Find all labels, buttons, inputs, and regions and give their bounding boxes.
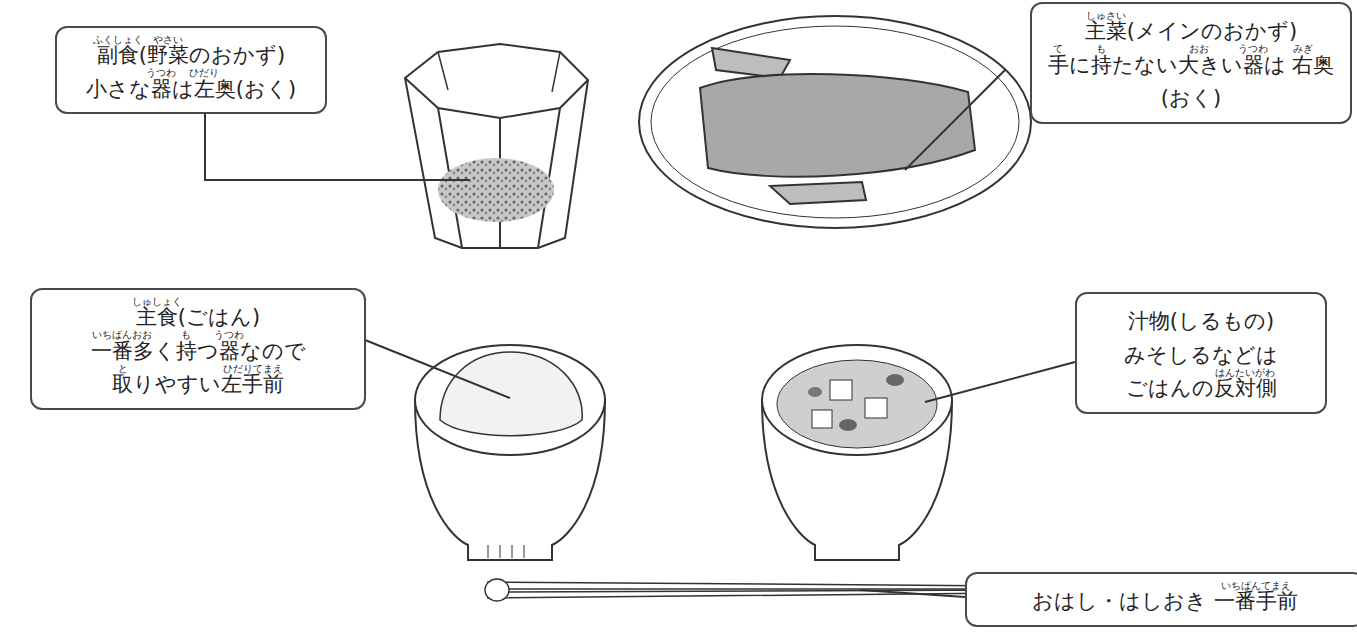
furigana: ひだり xyxy=(189,68,219,78)
callout-text: 汁物(しるもの) みそしるなどは ごはんの反対側 xyxy=(1087,305,1315,406)
callout-box: 主食(ごはん) 一番多く持つ器なので 取りやすい左手前 xyxy=(30,288,366,410)
furigana: やさい xyxy=(153,35,183,45)
furigana: いちばんてまえ xyxy=(1221,581,1291,591)
furigana: も xyxy=(1096,44,1106,54)
callout-text: 主菜(メインのおかず) 手に持たない大きい器は 右奥(おく) xyxy=(1042,15,1340,116)
callout-text: おはし・はしおき 一番手前 xyxy=(977,585,1353,619)
main-dish-plate xyxy=(639,16,1031,228)
furigana: うつわ xyxy=(1238,44,1268,54)
furigana: みぎ xyxy=(1293,44,1313,54)
callout-box: おはし・はしおき 一番手前 xyxy=(965,572,1357,627)
furigana: おお xyxy=(1189,44,1209,54)
furigana: しゅしょく xyxy=(132,297,182,307)
side-dish-bowl xyxy=(405,44,588,248)
chopsticks xyxy=(485,579,1010,601)
callout-box: 汁物(しるもの) みそしるなどは ごはんの反対側 xyxy=(1075,292,1327,414)
furigana: ふくしょく xyxy=(93,35,143,45)
furigana: うつわ xyxy=(214,330,244,340)
callout-box: 主菜(メインのおかず) 手に持たない大きい器は 右奥(おく) xyxy=(1030,2,1352,124)
furigana: も xyxy=(181,330,191,340)
furigana: と xyxy=(118,364,128,374)
rice-bowl xyxy=(415,345,605,560)
furigana: はんたいがわ xyxy=(1215,368,1275,378)
callout-text: 主食(ごはん) 一番多く持つ器なので 取りやすい左手前 xyxy=(42,301,354,402)
furigana: しゅさい xyxy=(1086,11,1126,21)
furigana: いちばんおお xyxy=(92,330,152,340)
soup-bowl xyxy=(762,345,952,560)
furigana: ひだりてまえ xyxy=(223,364,283,374)
furigana: て xyxy=(1053,44,1063,54)
furigana: うつわ xyxy=(146,68,176,78)
